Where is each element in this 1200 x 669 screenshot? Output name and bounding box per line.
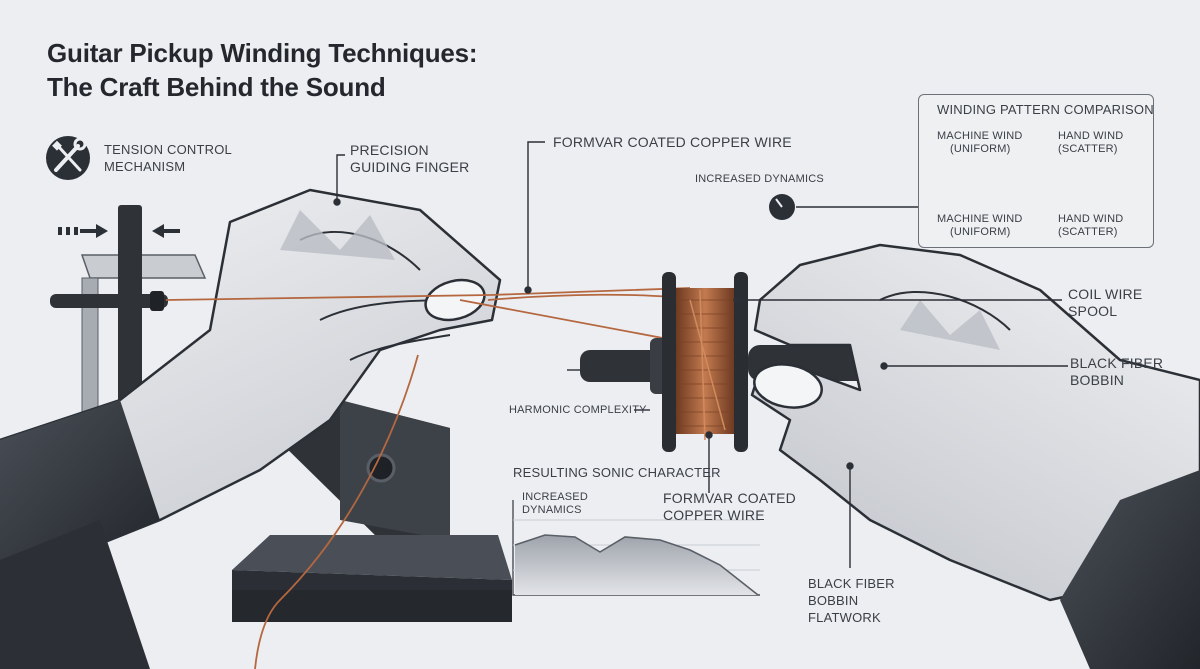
label-wire-top: Formvar Coated Copper Wire [553, 134, 792, 150]
label-chart-dyn-line1: Increased [522, 491, 588, 503]
machine-top-line2: (Uniform) [950, 143, 1011, 155]
hand-top-line2: (Scatter) [1058, 143, 1118, 155]
page-subtitle: The Craft Behind the Sound [47, 72, 386, 102]
compress-arrows-icon [58, 224, 180, 238]
label-coil-line2: Spool [1068, 303, 1118, 319]
comparison-title: Winding Pattern Comparison [937, 102, 1154, 117]
label-tension-line2: Mechanism [104, 159, 186, 174]
label-sonic-title: Resulting Sonic Character [513, 465, 721, 480]
machine-bottom-line1: Machine Wind [937, 213, 1023, 225]
label-wire-mid-line1: Formvar Coated [663, 490, 796, 506]
winding-machine [50, 205, 512, 622]
label-guide-line1: Precision [350, 142, 429, 158]
label-bobbin-line1: Black Fiber [1070, 355, 1164, 371]
page-title: Guitar Pickup Winding Techniques: [47, 38, 478, 68]
machine-top-line1: Machine Wind [937, 130, 1023, 142]
label-flatwork-line1: Black Fiber [808, 576, 895, 591]
label-flatwork-line2: Bobbin [808, 593, 859, 608]
wrench-screwdriver-icon [46, 136, 90, 180]
right-hand [750, 243, 1200, 669]
label-coil-line1: Coil Wire [1068, 286, 1143, 302]
hand-bottom-line2: (Scatter) [1058, 226, 1118, 238]
hand-top-line1: Hand Wind [1058, 130, 1124, 142]
label-wire-mid-line2: Copper Wire [663, 507, 765, 523]
machine-bottom-line2: (Uniform) [950, 226, 1011, 238]
coil-spool [580, 272, 898, 452]
leader-lines [333, 141, 1068, 568]
dynamics-knob-icon [769, 194, 795, 220]
left-hand [0, 188, 502, 669]
label-chart-dyn-line2: Dynamics [522, 504, 582, 516]
label-harmonic: Harmonic Complexity [509, 404, 647, 416]
hand-bottom-line1: Hand Wind [1058, 213, 1124, 225]
label-tension-line1: Tension Control [104, 142, 232, 157]
label-bobbin-line2: Bobbin [1070, 372, 1125, 388]
winding-pattern-comparison [918, 94, 1154, 248]
label-guide-line2: Guiding Finger [350, 159, 470, 175]
label-flatwork-line3: Flatwork [808, 610, 881, 625]
label-increased-dynamics: Increased Dynamics [695, 173, 824, 185]
sonic-chart [512, 500, 760, 596]
